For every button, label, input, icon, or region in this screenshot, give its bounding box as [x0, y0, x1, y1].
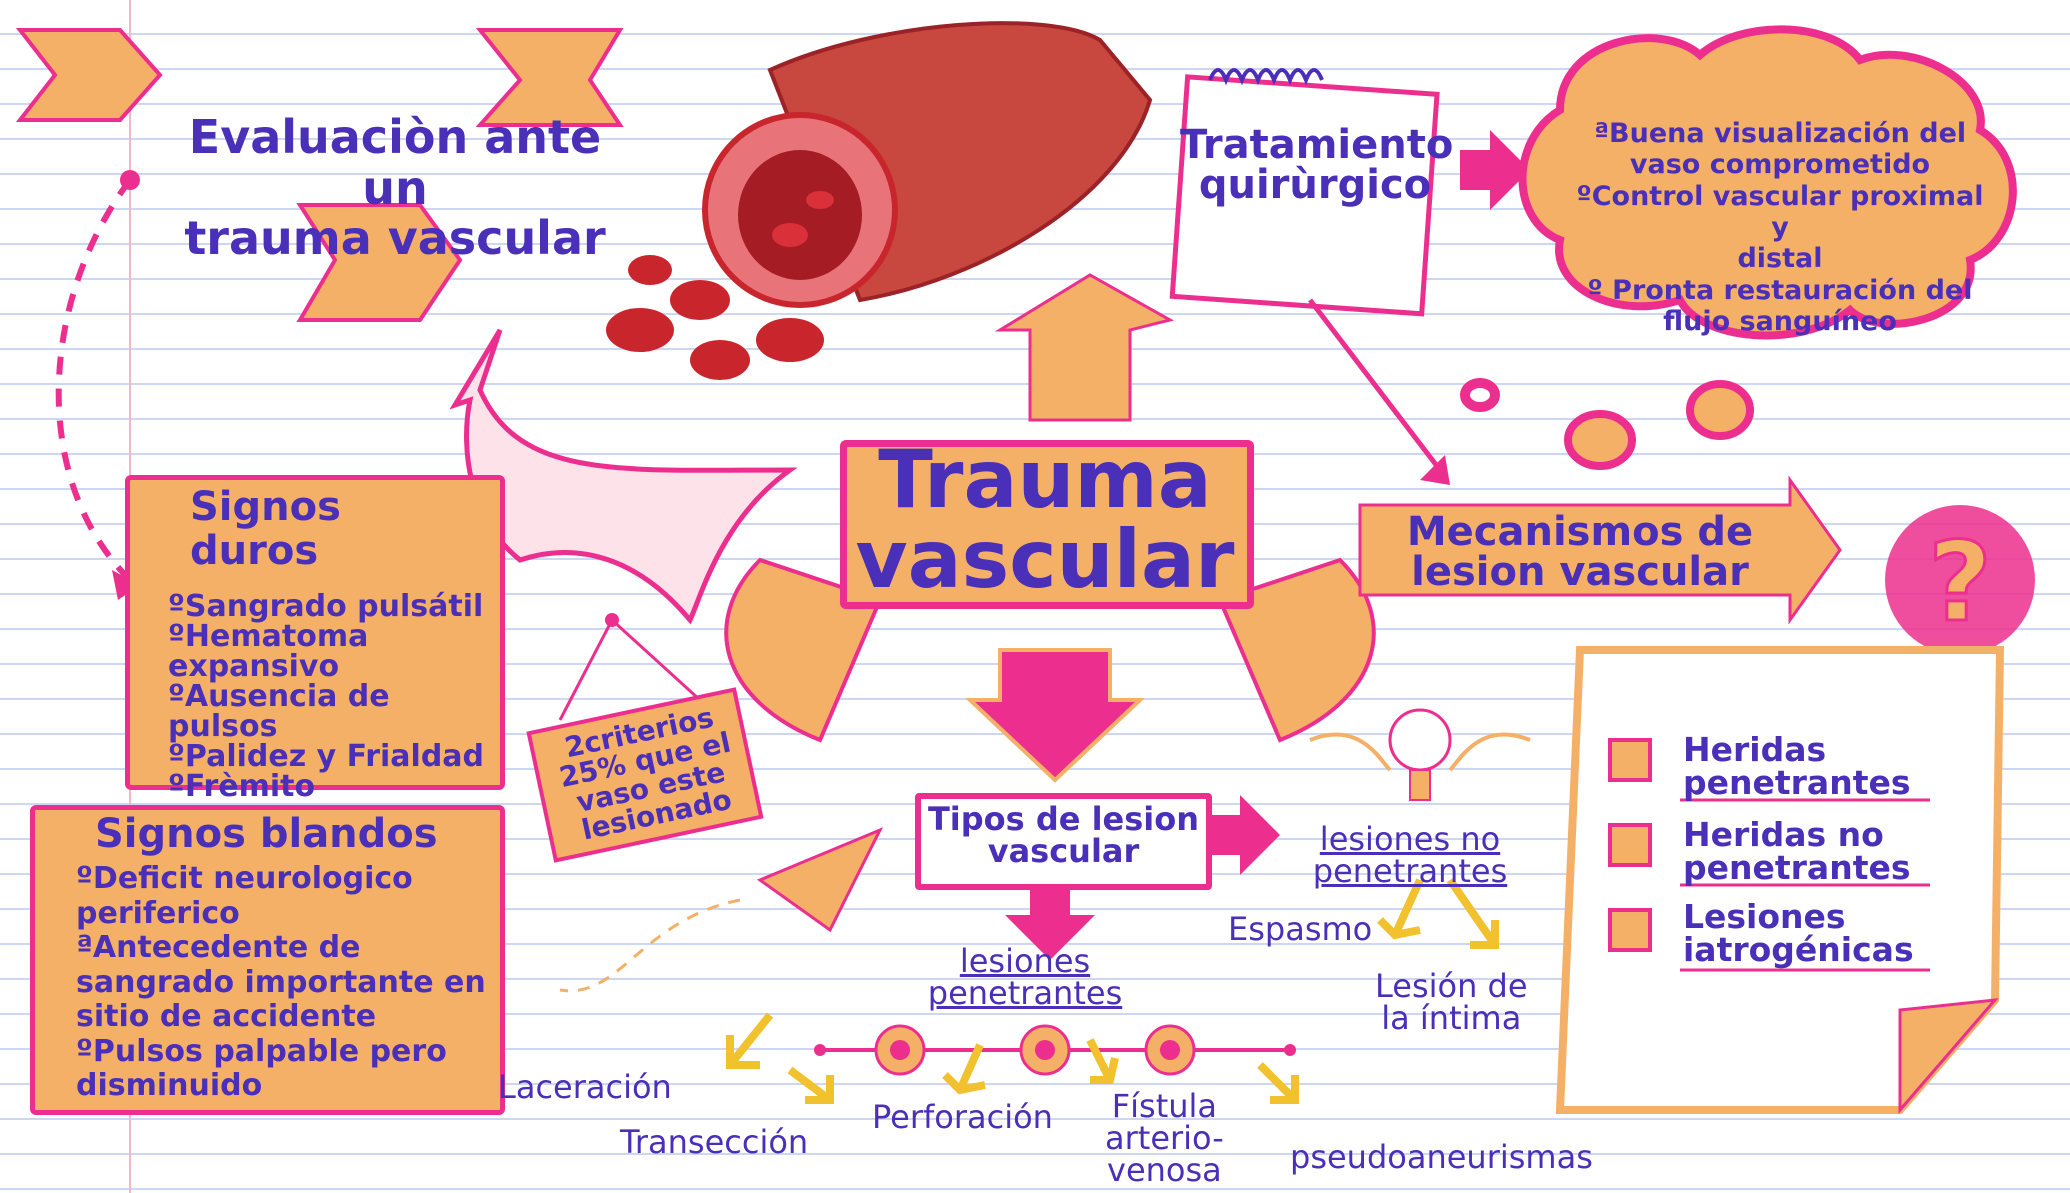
signos-duros-title-line2: duros — [190, 529, 341, 573]
eval-title: Evaluaciòn ante un trauma vascular — [160, 112, 630, 264]
signos-blandos-title: Signos blandos — [95, 812, 438, 856]
list-item: ºAusencia de — [168, 682, 484, 712]
intima-line2: la íntima — [1375, 1002, 1528, 1034]
transeccion-label: Transección — [620, 1125, 808, 1160]
checklist-item-line2: penetrantes — [1683, 766, 1911, 799]
eval-title-line1: Evaluaciòn ante un — [160, 112, 630, 213]
center-title-line1: Trauma — [840, 440, 1250, 520]
perforacion-label: Perforación — [872, 1100, 1053, 1135]
question-mark-icon: ? — [1885, 505, 2035, 655]
mecanismos-title: Mecanismos de lesion vascular — [1380, 512, 1780, 592]
list-item: ºControl vascular proximal y — [1565, 181, 1995, 244]
fistula-line2: arterio- — [1105, 1122, 1224, 1154]
list-item: ºPulsos palpable pero — [76, 1035, 486, 1070]
pseudoaneurismas-label: pseudoaneurismas — [1290, 1140, 1593, 1175]
checklist-item-line1: Heridas — [1683, 733, 1911, 766]
no-penetrantes-line2: penetrantes — [1290, 855, 1530, 887]
checkbox-icon — [1610, 740, 1650, 780]
checklist-item-line1: Lesiones — [1683, 900, 1914, 933]
penetrantes-title: lesiones penetrantes — [910, 945, 1140, 1009]
checklist-item: Lesiones iatrogénicas — [1683, 900, 1914, 966]
checklist-item-line2: iatrogénicas — [1683, 933, 1914, 966]
signos-duros-list: ºSangrado pulsátil ºHematoma expansivo º… — [168, 592, 484, 802]
checklist-item: Heridas penetrantes — [1683, 733, 1911, 799]
list-item: flujo sanguíneo — [1565, 306, 1995, 337]
checklist-item-line2: penetrantes — [1683, 851, 1911, 884]
list-item: sangrado importante en — [76, 966, 486, 1001]
mecanismos-line2: lesion vascular — [1380, 552, 1780, 592]
tipos-line1: Tipos de lesion — [915, 803, 1212, 835]
list-item: distal — [1565, 243, 1995, 274]
paper-plane-icon — [560, 830, 880, 991]
checkbox-icon — [1610, 910, 1650, 950]
eval-title-line2: trauma vascular — [160, 213, 630, 264]
list-item: vaso comprometido — [1565, 149, 1995, 180]
list-item: periferico — [76, 897, 486, 932]
tratamiento-title: Tratamiento quirùrgico — [1180, 125, 1450, 205]
tratamiento-line2: quirùrgico — [1180, 165, 1450, 205]
fistula-label: Fístula arterio- venosa — [1105, 1090, 1224, 1186]
ribbon-arrow-icon — [20, 30, 160, 120]
list-item: disminuido — [76, 1069, 486, 1104]
up-arrow-icon — [1000, 275, 1170, 420]
penetrantes-line2: penetrantes — [910, 977, 1140, 1009]
intima-label: Lesión de la íntima — [1375, 970, 1528, 1034]
center-title: Trauma vascular — [840, 440, 1250, 600]
fistula-line1: Fístula — [1105, 1090, 1224, 1122]
penetrantes-line1: lesiones — [910, 945, 1140, 977]
checkbox-icon — [1610, 825, 1650, 865]
no-penetrantes-title: lesiones no penetrantes — [1290, 823, 1530, 887]
center-title-line2: vascular — [840, 520, 1250, 600]
signos-duros-title: Signos duros — [190, 485, 341, 573]
tipos-line2: vascular — [915, 835, 1212, 867]
cloud-text: ªBuena visualización del vaso comprometi… — [1565, 118, 1995, 337]
fistula-line3: venosa — [1105, 1154, 1224, 1186]
no-penetrantes-line1: lesiones no — [1290, 823, 1530, 855]
mecanismos-line1: Mecanismos de — [1380, 512, 1780, 552]
list-item: ºHematoma — [168, 622, 484, 652]
list-item: º Pronta restauración del — [1565, 275, 1995, 306]
dashed-arrow-icon — [59, 180, 130, 580]
checklist-item: Heridas no penetrantes — [1683, 818, 1911, 884]
list-item: ºDeficit neurologico — [76, 862, 486, 897]
list-item: sitio de accidente — [76, 1000, 486, 1035]
down-arrow-icon — [970, 650, 1140, 780]
list-item: pulsos — [168, 712, 484, 742]
signos-duros-title-line1: Signos — [190, 485, 341, 529]
svg-text:?: ? — [1928, 518, 1992, 646]
right-arrow-icon — [1210, 795, 1280, 875]
list-item: ºFrèmito — [168, 772, 484, 802]
list-item: expansivo — [168, 652, 484, 682]
list-item: ºPalidez y Frialdad — [168, 742, 484, 772]
tipos-title: Tipos de lesion vascular — [915, 803, 1212, 867]
espasmo-label: Espasmo — [1228, 912, 1372, 947]
laceracion-label: Laceración — [498, 1070, 672, 1105]
list-item: ªBuena visualización del — [1565, 118, 1995, 149]
tratamiento-line1: Tratamiento — [1180, 125, 1450, 165]
intima-line1: Lesión de — [1375, 970, 1528, 1002]
list-item: ªAntecedente de — [76, 931, 486, 966]
signos-blandos-list: ºDeficit neurologico periferico ªAnteced… — [76, 862, 486, 1104]
list-item: ºSangrado pulsátil — [168, 592, 484, 622]
lightbulb-icon — [1310, 710, 1530, 800]
checklist-item-line1: Heridas no — [1683, 818, 1911, 851]
